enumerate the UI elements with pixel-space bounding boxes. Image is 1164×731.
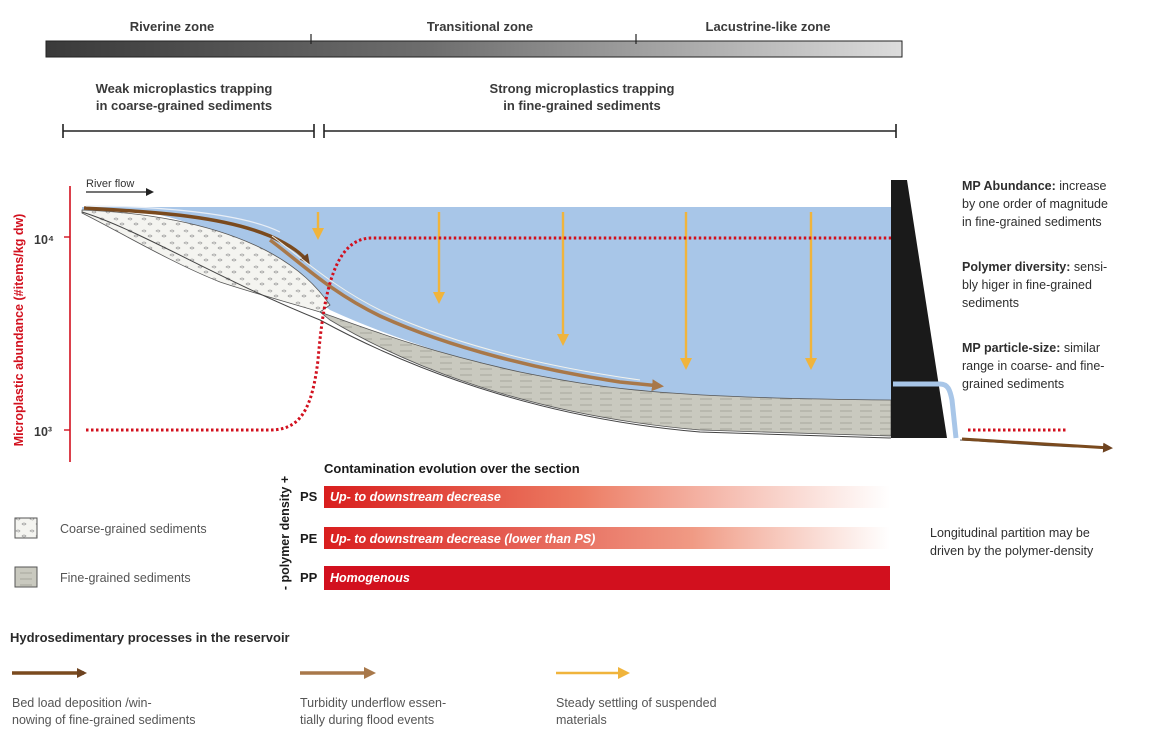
pe-bar — [324, 527, 890, 549]
abundance-curve — [86, 236, 891, 432]
zone-transitional-label: Transitional zone — [427, 19, 533, 34]
legend-turbidity-line2: tially during flood events — [300, 713, 434, 727]
partition-note-line1: Longitudinal partition may be — [930, 526, 1090, 540]
legend-turbidity-line1: Turbidity underflow essen- — [300, 696, 446, 710]
downstream-arrow — [961, 437, 1113, 453]
legend-settling-line2: materials — [556, 713, 607, 727]
processes-title: Hydrosedimentary processes in the reserv… — [10, 630, 290, 645]
coarse-legend-swatch — [14, 517, 38, 539]
strong-trapping-bracket — [323, 124, 897, 138]
weak-trapping-line2: in coarse-grained sediments — [96, 98, 272, 113]
zone-riverine-label: Riverine zone — [130, 19, 215, 34]
fine-legend-swatch — [14, 566, 38, 588]
fine-legend-label: Fine-grained sediments — [60, 571, 191, 585]
ps-bar — [324, 486, 890, 508]
zone-lacustrine-label: Lacustrine-like zone — [706, 19, 831, 34]
ps-bar-text: Up- to downstream decrease — [330, 490, 501, 504]
strong-trapping-line1: Strong microplastics trapping — [490, 81, 675, 96]
weak-trapping-bracket — [62, 124, 315, 138]
river-flow-label: River flow — [86, 178, 134, 190]
zone-gradient-bar — [45, 40, 903, 58]
y-tick-high-label: 10⁴ — [34, 233, 54, 247]
turbidity-highlight — [271, 235, 641, 381]
contamination-title: Contamination evolution over the section — [324, 461, 580, 476]
fine-sediment-deposit — [319, 311, 892, 437]
info-size-line2: range in coarse- and fine- — [962, 359, 1104, 373]
y-tick-low-label: 10³ — [34, 425, 52, 439]
bed-load-arrow — [83, 206, 310, 265]
info-abundance-line3: in fine-grained sediments — [962, 215, 1102, 229]
info-diversity-line1: Polymer diversity: sensi- — [962, 260, 1107, 274]
pe-bar-text: Up- to downstream decrease (lower than P… — [330, 532, 595, 546]
legend-settling-line1: Steady settling of suspended — [556, 696, 717, 710]
partition-note-line2: driven by the polymer-density — [930, 544, 1094, 558]
info-size-line1: MP particle-size: similar — [962, 341, 1100, 355]
reservoir-water — [82, 207, 891, 400]
turbidity-underflow-arrow — [268, 238, 664, 392]
info-size-line3: grained sediments — [962, 377, 1064, 391]
riverbed-line — [81, 211, 892, 439]
polymer-density-axis: - polymer density + — [278, 476, 292, 590]
weak-trapping-line1: Weak microplastics trapping — [96, 81, 273, 96]
dam — [891, 180, 947, 438]
bed-load-highlight — [85, 205, 281, 233]
info-abundance-line1: MP Abundance: increase — [962, 179, 1107, 193]
coarse-legend-label: Coarse-grained sediments — [60, 522, 207, 536]
polymer-pp-label: PP — [300, 570, 318, 585]
legend-bed-load-line1: Bed load deposition /win- — [12, 696, 152, 710]
polymer-ps-label: PS — [300, 489, 318, 504]
info-diversity-line3: sediments — [962, 296, 1019, 310]
pp-bar-text: Homogenous — [330, 571, 410, 585]
strong-trapping-line2: in fine-grained sediments — [503, 98, 660, 113]
info-abundance-line2: by one order of magnitude — [962, 197, 1108, 211]
info-diversity-line2: bly higer in fine-grained — [962, 278, 1092, 292]
pp-bar — [324, 566, 890, 590]
dam-outflow — [893, 381, 959, 439]
y-axis-title: Microplastic abundance (#items/kg dw) — [12, 214, 26, 447]
legend-bed-load-line2: nowing of fine-grained sediments — [12, 713, 195, 727]
polymer-pe-label: PE — [300, 531, 318, 546]
